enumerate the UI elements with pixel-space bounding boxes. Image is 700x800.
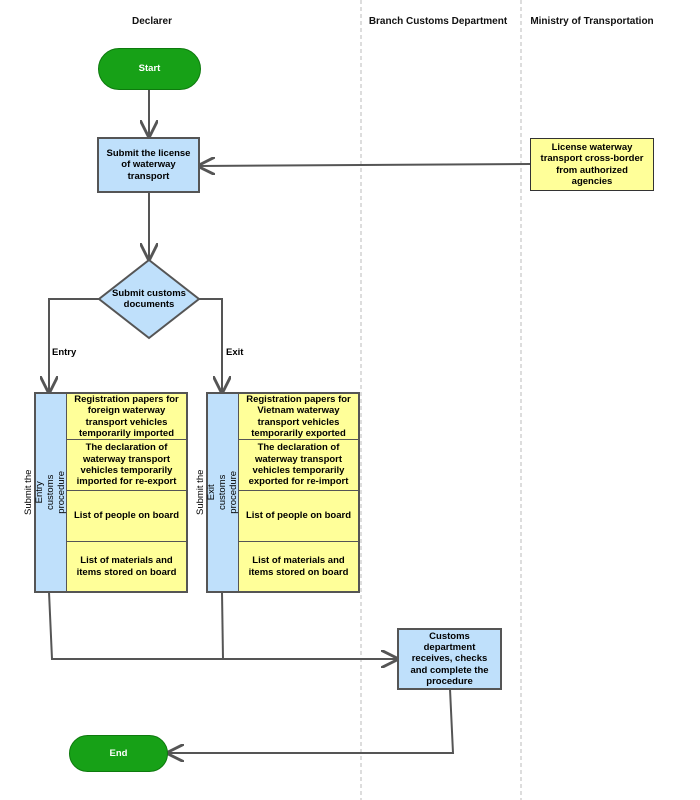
exit-group-title: Submit the Exit customs procedure docume…	[195, 394, 250, 591]
customs-check-box: Customs department receives, checks and …	[397, 628, 502, 690]
edge-agencies-to-license	[199, 164, 531, 166]
decision-label: Submit customs documents	[112, 287, 186, 310]
exit-item-registration: Registration papers for Vietnam waterway…	[238, 394, 358, 440]
entry-item-registration: Registration papers for foreign waterway…	[66, 394, 186, 440]
edge-exit-to-customs	[221, 591, 224, 660]
entry-item-declaration: The declaration of waterway transport ve…	[66, 440, 186, 491]
exit-item-people: List of people on board	[238, 491, 358, 542]
license-agencies-box: License waterway transport cross-border …	[530, 138, 654, 191]
end-terminal: End	[69, 735, 168, 772]
edge-entry-to-customs	[48, 591, 397, 659]
entry-item-people: List of people on board	[66, 491, 186, 542]
decision-diamond	[97, 258, 201, 340]
exit-item-materials: List of materials and items stored on bo…	[238, 542, 358, 591]
exit-documents-group: Submit the Exit customs procedure docume…	[195, 392, 360, 593]
lane-title-declarer: Declarer	[131, 16, 173, 27]
edge-decision-to-entry	[49, 298, 100, 392]
lane-title-ministry: Ministry of Transportation	[530, 16, 654, 27]
lane-title-branch-customs: Branch Customs Department	[368, 16, 508, 27]
entry-item-materials: List of materials and items stored on bo…	[66, 542, 186, 591]
edge-decision-to-exit	[198, 298, 222, 392]
edge-label-entry: Entry	[52, 347, 77, 358]
entry-group-title: Submit the Entry customs procedure docum…	[23, 394, 78, 591]
edge-label-exit: Exit	[226, 347, 244, 358]
start-terminal: Start	[98, 48, 201, 90]
submit-license-box: Submit the license of waterway transport	[97, 137, 200, 193]
edge-customs-to-end	[168, 688, 455, 753]
exit-item-declaration: The declaration of waterway transport ve…	[238, 440, 358, 491]
entry-documents-group: Submit the Entry customs procedure docum…	[23, 392, 188, 593]
